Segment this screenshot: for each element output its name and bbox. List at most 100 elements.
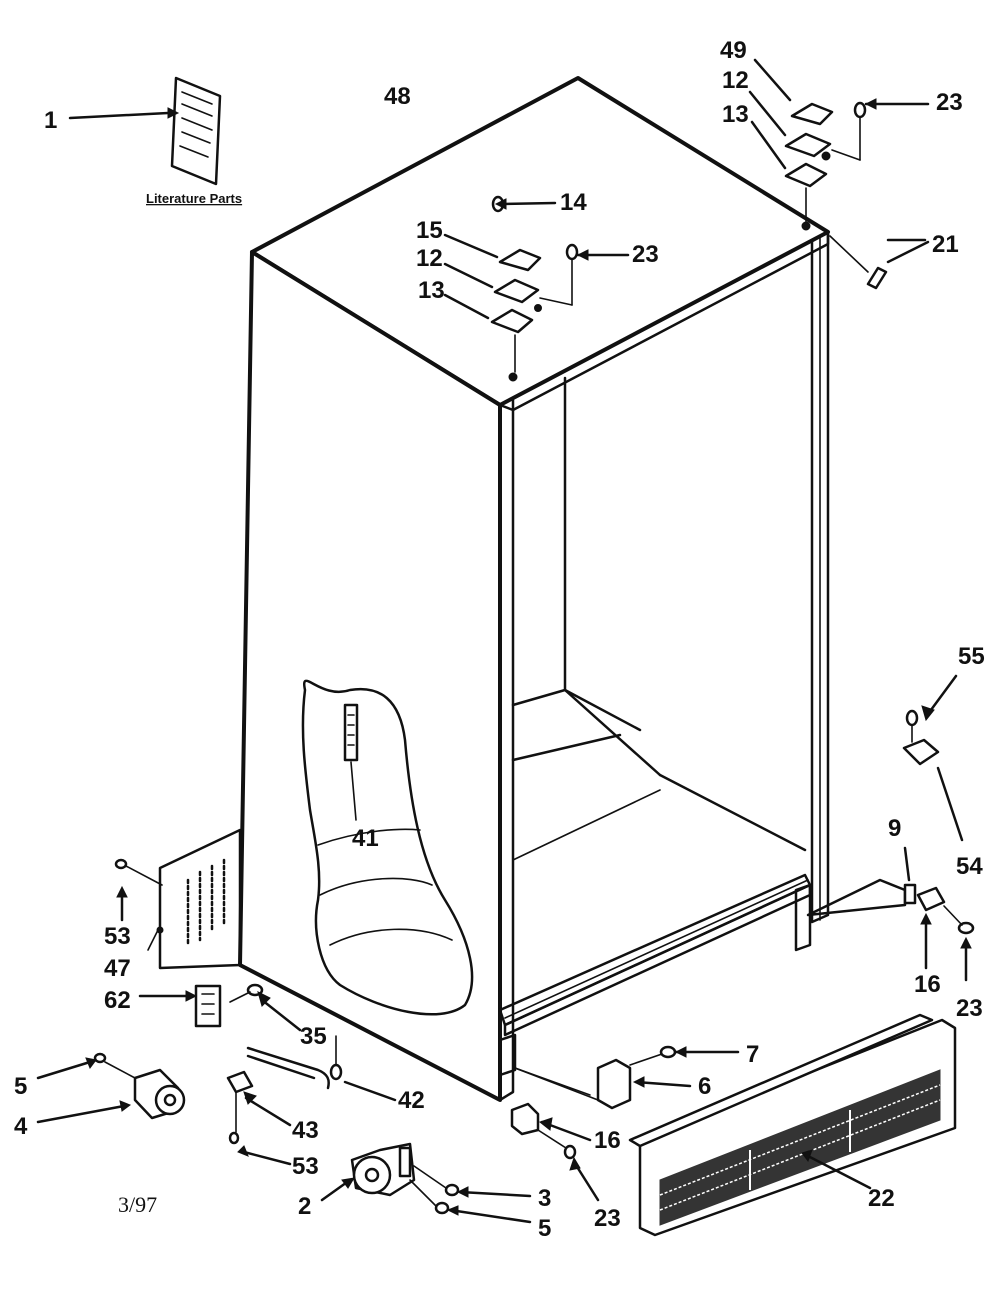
callout-23: 23 [594,1205,621,1232]
arrow-head [85,1057,97,1070]
top-hole-right [801,221,811,231]
leader-55 [926,674,958,716]
vent-slots [186,858,226,947]
tube-42 [246,1046,330,1090]
callout-6: 6 [698,1073,711,1100]
callout-7: 7 [746,1041,759,1068]
screw-axis [104,1061,136,1079]
callout-54: 54 [956,853,983,880]
cabinet-front-right-post [810,230,830,924]
leader-54 [936,766,964,842]
callout-48: 48 [384,83,411,110]
sheet-line [181,131,211,144]
lower-right-hinge [806,674,975,982]
arrow-head [864,98,877,110]
leader-49 [753,58,792,102]
callout-15: 15 [416,217,443,244]
callout-49: 49 [720,37,747,64]
leader-5 [36,1060,92,1080]
arrow-head [167,107,180,119]
callout-16: 16 [914,971,941,998]
screw-axis [943,905,963,926]
leader-3 [458,1190,532,1198]
callout-22: 22 [868,1185,895,1212]
callout-43: 43 [292,1117,319,1144]
leader-12 [748,90,787,137]
callout-9: 9 [888,815,901,842]
bottom-rail-line [504,879,809,1019]
arrow-head [674,1046,687,1058]
bottom-rail-lip [503,883,812,1037]
inner-diagonal [563,688,662,777]
bottom-brackets [510,1045,740,1202]
top-center-hinge [443,195,630,373]
inner-floor-back-edge [512,789,661,861]
bracket-guide [514,1067,599,1101]
bracket-6 [596,1058,632,1110]
side-cutaway [301,679,474,1016]
inner-floor-back [511,688,642,732]
leader-22 [804,1153,872,1190]
top-hole-left [508,372,518,382]
arrow-head [243,1091,257,1105]
leader-14 [501,201,557,206]
callout-53: 53 [292,1153,319,1180]
leader-9 [903,846,911,882]
callout-23: 23 [936,89,963,116]
leader-42 [343,1080,397,1102]
leader-53 [242,1150,292,1166]
screw-53 [114,858,128,870]
shim-13 [490,308,534,334]
sheet-line [181,91,213,105]
hinge-pin [534,304,542,312]
roller-hub-2 [364,1167,380,1183]
arrow-head [116,885,128,898]
arrow-head [921,705,935,722]
screw-axis [125,865,163,886]
screw-axis [413,1165,447,1189]
arrow-head [576,249,589,261]
callout-12: 12 [722,67,749,94]
cabinet-48 [238,76,830,1102]
callout-62: 62 [104,987,131,1014]
screw-3 [444,1183,460,1197]
panel-screw [156,926,164,934]
callout-23: 23 [956,995,983,1022]
callout-55: 55 [958,643,985,670]
screw-23-right [853,101,867,119]
roller-assembly-2 [320,1142,532,1224]
rear-panel-47 [158,828,242,970]
screw-23-bottom [563,1144,577,1160]
callout-53: 53 [104,923,131,950]
arrow-head [632,1076,645,1088]
part-62 [194,984,222,1028]
hinge-pin-right [821,151,831,161]
leader-15 [443,233,499,259]
callout-5: 5 [14,1073,27,1100]
screw-7 [659,1045,677,1059]
arrow-head [538,1117,553,1131]
hinge-54 [902,738,940,766]
arrow-head [257,991,271,1007]
left-leg-stub [498,1033,517,1077]
hinge-12-right [784,132,832,158]
leader-1 [68,111,170,120]
part-21-guide [829,235,869,273]
callout-16: 16 [594,1127,621,1154]
part-41-plate [343,703,359,762]
leader-5 [448,1208,532,1224]
leader-13 [443,293,490,320]
bracket-16 [510,1102,540,1136]
screw-axis [409,1179,437,1207]
leader-41 [350,761,357,821]
leader-6 [634,1080,692,1088]
part-21-clip [866,266,888,290]
part-16-right [916,886,946,912]
screw-axis [229,991,251,1003]
arrow-head [237,1145,249,1157]
tube-assembly-42 [226,1035,397,1166]
mesh-line [659,1099,941,1211]
part-62-35 [138,983,302,1032]
leader-4 [36,1104,126,1124]
